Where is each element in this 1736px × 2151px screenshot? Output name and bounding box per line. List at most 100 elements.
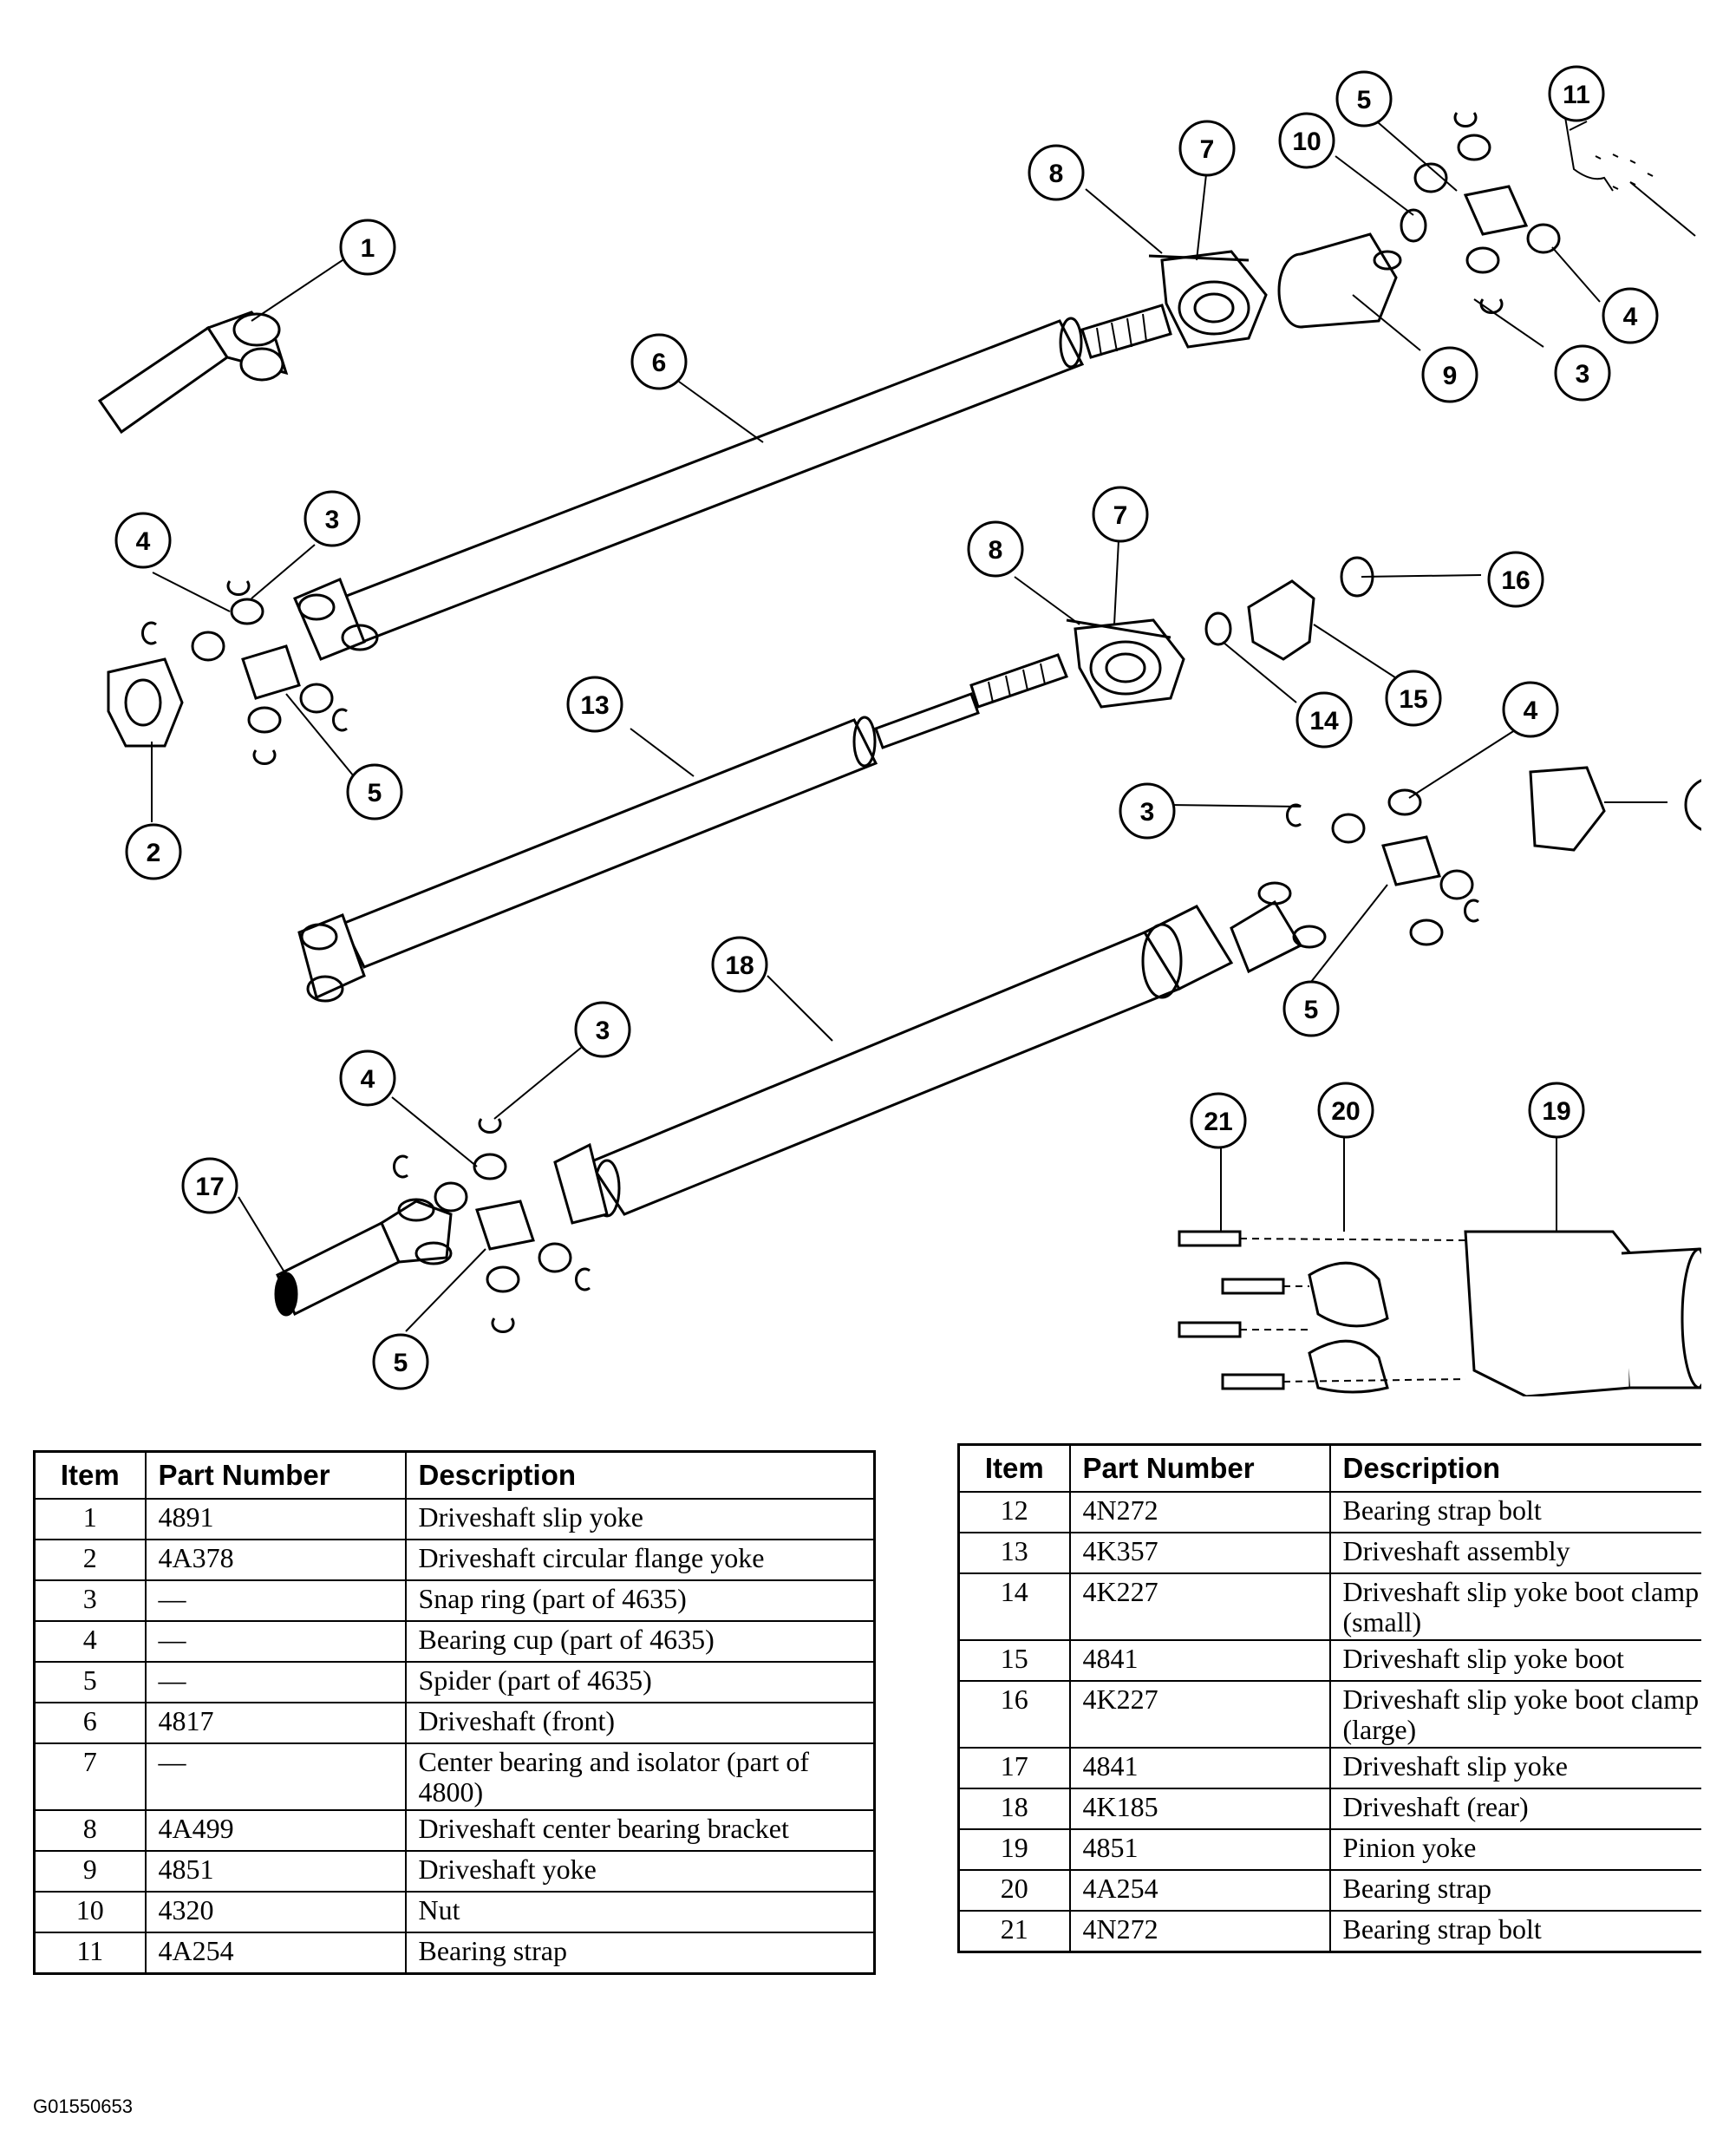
cell-description: Snap ring (part of 4635) <box>404 1579 876 1622</box>
callout-4-left: 4 <box>114 512 172 569</box>
svg-text:5: 5 <box>1357 86 1372 114</box>
svg-text:20: 20 <box>1331 1097 1360 1126</box>
svg-text:10: 10 <box>1292 127 1321 156</box>
cell-description: Driveshaft center bearing bracket <box>404 1809 876 1852</box>
cell-part-number: 4A254 <box>144 1932 407 1975</box>
table-header-row: Item Part Number Description <box>33 1450 876 1500</box>
cell-item: 12 <box>957 1491 1071 1533</box>
cell-part-number: 4841 <box>1068 1639 1331 1682</box>
cell-item: 19 <box>957 1828 1071 1871</box>
exploded-driveshaft-diagram: 1 6 8 7 10 5 11 12 4 9 3 4 3 5 2 13 8 7 … <box>97 65 1701 1396</box>
svg-text:15: 15 <box>1399 685 1427 714</box>
callout-2-right: 2 <box>1684 779 1701 831</box>
image-code: G01550653 <box>33 2095 133 2117</box>
callout-16: 16 <box>1487 551 1544 608</box>
header-part-number: Part Number <box>144 1450 407 1500</box>
cell-description: Bearing strap bolt <box>1328 1491 1701 1533</box>
svg-text:18: 18 <box>725 951 754 980</box>
cell-description: Driveshaft slip yoke boot <box>1328 1639 1701 1682</box>
svg-text:7: 7 <box>1200 135 1215 164</box>
part-pinion-yoke-assembly <box>1178 1230 1701 1396</box>
table-row: 3—Snap ring (part of 4635) <box>33 1579 876 1622</box>
callout-5-left: 5 <box>346 763 403 821</box>
part-slip-yoke-1 <box>97 311 289 435</box>
cell-item: 15 <box>957 1639 1071 1682</box>
callout-8-top: 8 <box>1028 144 1085 201</box>
svg-text:11: 11 <box>1563 81 1590 109</box>
svg-text:8: 8 <box>989 536 1003 565</box>
callout-17: 17 <box>181 1157 238 1214</box>
callout-6: 6 <box>630 333 688 390</box>
cell-part-number: — <box>144 1742 407 1811</box>
callout-19: 19 <box>1528 1082 1585 1139</box>
callout-14: 14 <box>1295 691 1353 749</box>
part-driveshaft-yoke-9 <box>1277 232 1402 329</box>
cell-item: 5 <box>33 1661 147 1703</box>
cell-part-number: 4851 <box>144 1850 407 1893</box>
part-center-bearing-top <box>1148 250 1268 349</box>
part-nut-10 <box>1400 208 1427 243</box>
cell-part-number: 4N272 <box>1068 1910 1331 1953</box>
svg-text:3: 3 <box>596 1017 610 1045</box>
cell-part-number: — <box>144 1579 407 1622</box>
cell-item: 4 <box>33 1620 147 1663</box>
part-spider-left <box>107 598 334 748</box>
cell-item: 17 <box>957 1747 1071 1789</box>
svg-text:4: 4 <box>1524 696 1538 725</box>
cell-item: 13 <box>957 1532 1071 1574</box>
header-description: Description <box>1328 1443 1701 1493</box>
cell-item: 7 <box>33 1742 147 1811</box>
cell-part-number: 4A378 <box>144 1539 407 1581</box>
cell-item: 11 <box>33 1932 147 1975</box>
callout-1: 1 <box>339 219 396 276</box>
callout-4-top: 4 <box>1602 287 1659 344</box>
leader-lines <box>151 116 1696 1332</box>
cell-description: Driveshaft slip yoke <box>404 1498 876 1540</box>
svg-text:7: 7 <box>1113 501 1128 530</box>
svg-text:16: 16 <box>1501 566 1530 595</box>
svg-text:3: 3 <box>1140 798 1155 827</box>
callout-5-bottom: 5 <box>372 1333 429 1390</box>
svg-text:3: 3 <box>325 506 340 534</box>
callout-3-right: 3 <box>1119 782 1176 840</box>
cell-part-number: — <box>144 1661 407 1703</box>
svg-text:5: 5 <box>394 1349 408 1377</box>
cell-item: 3 <box>33 1579 147 1622</box>
callout-5-right: 5 <box>1282 980 1340 1037</box>
cell-part-number: — <box>144 1620 407 1663</box>
svg-text:21: 21 <box>1204 1108 1232 1136</box>
cell-part-number: 4A254 <box>1068 1869 1331 1912</box>
callout-20: 20 <box>1317 1082 1374 1139</box>
cell-item: 20 <box>957 1869 1071 1912</box>
cell-item: 18 <box>957 1788 1071 1830</box>
callout-4-right: 4 <box>1502 681 1559 738</box>
callout-2-left: 2 <box>125 823 182 880</box>
callout-5-top: 5 <box>1335 70 1393 127</box>
table-row: 5—Spider (part of 4635) <box>33 1661 876 1703</box>
callout-18: 18 <box>711 936 768 993</box>
part-slip-yoke-17 <box>274 1198 453 1317</box>
cell-item: 2 <box>33 1539 147 1581</box>
cell-description: Nut <box>404 1891 876 1933</box>
part-bearing-strap-11 <box>1564 116 1654 192</box>
cell-description: Bearing strap <box>404 1932 876 1975</box>
cell-part-number: 4A499 <box>144 1809 407 1852</box>
